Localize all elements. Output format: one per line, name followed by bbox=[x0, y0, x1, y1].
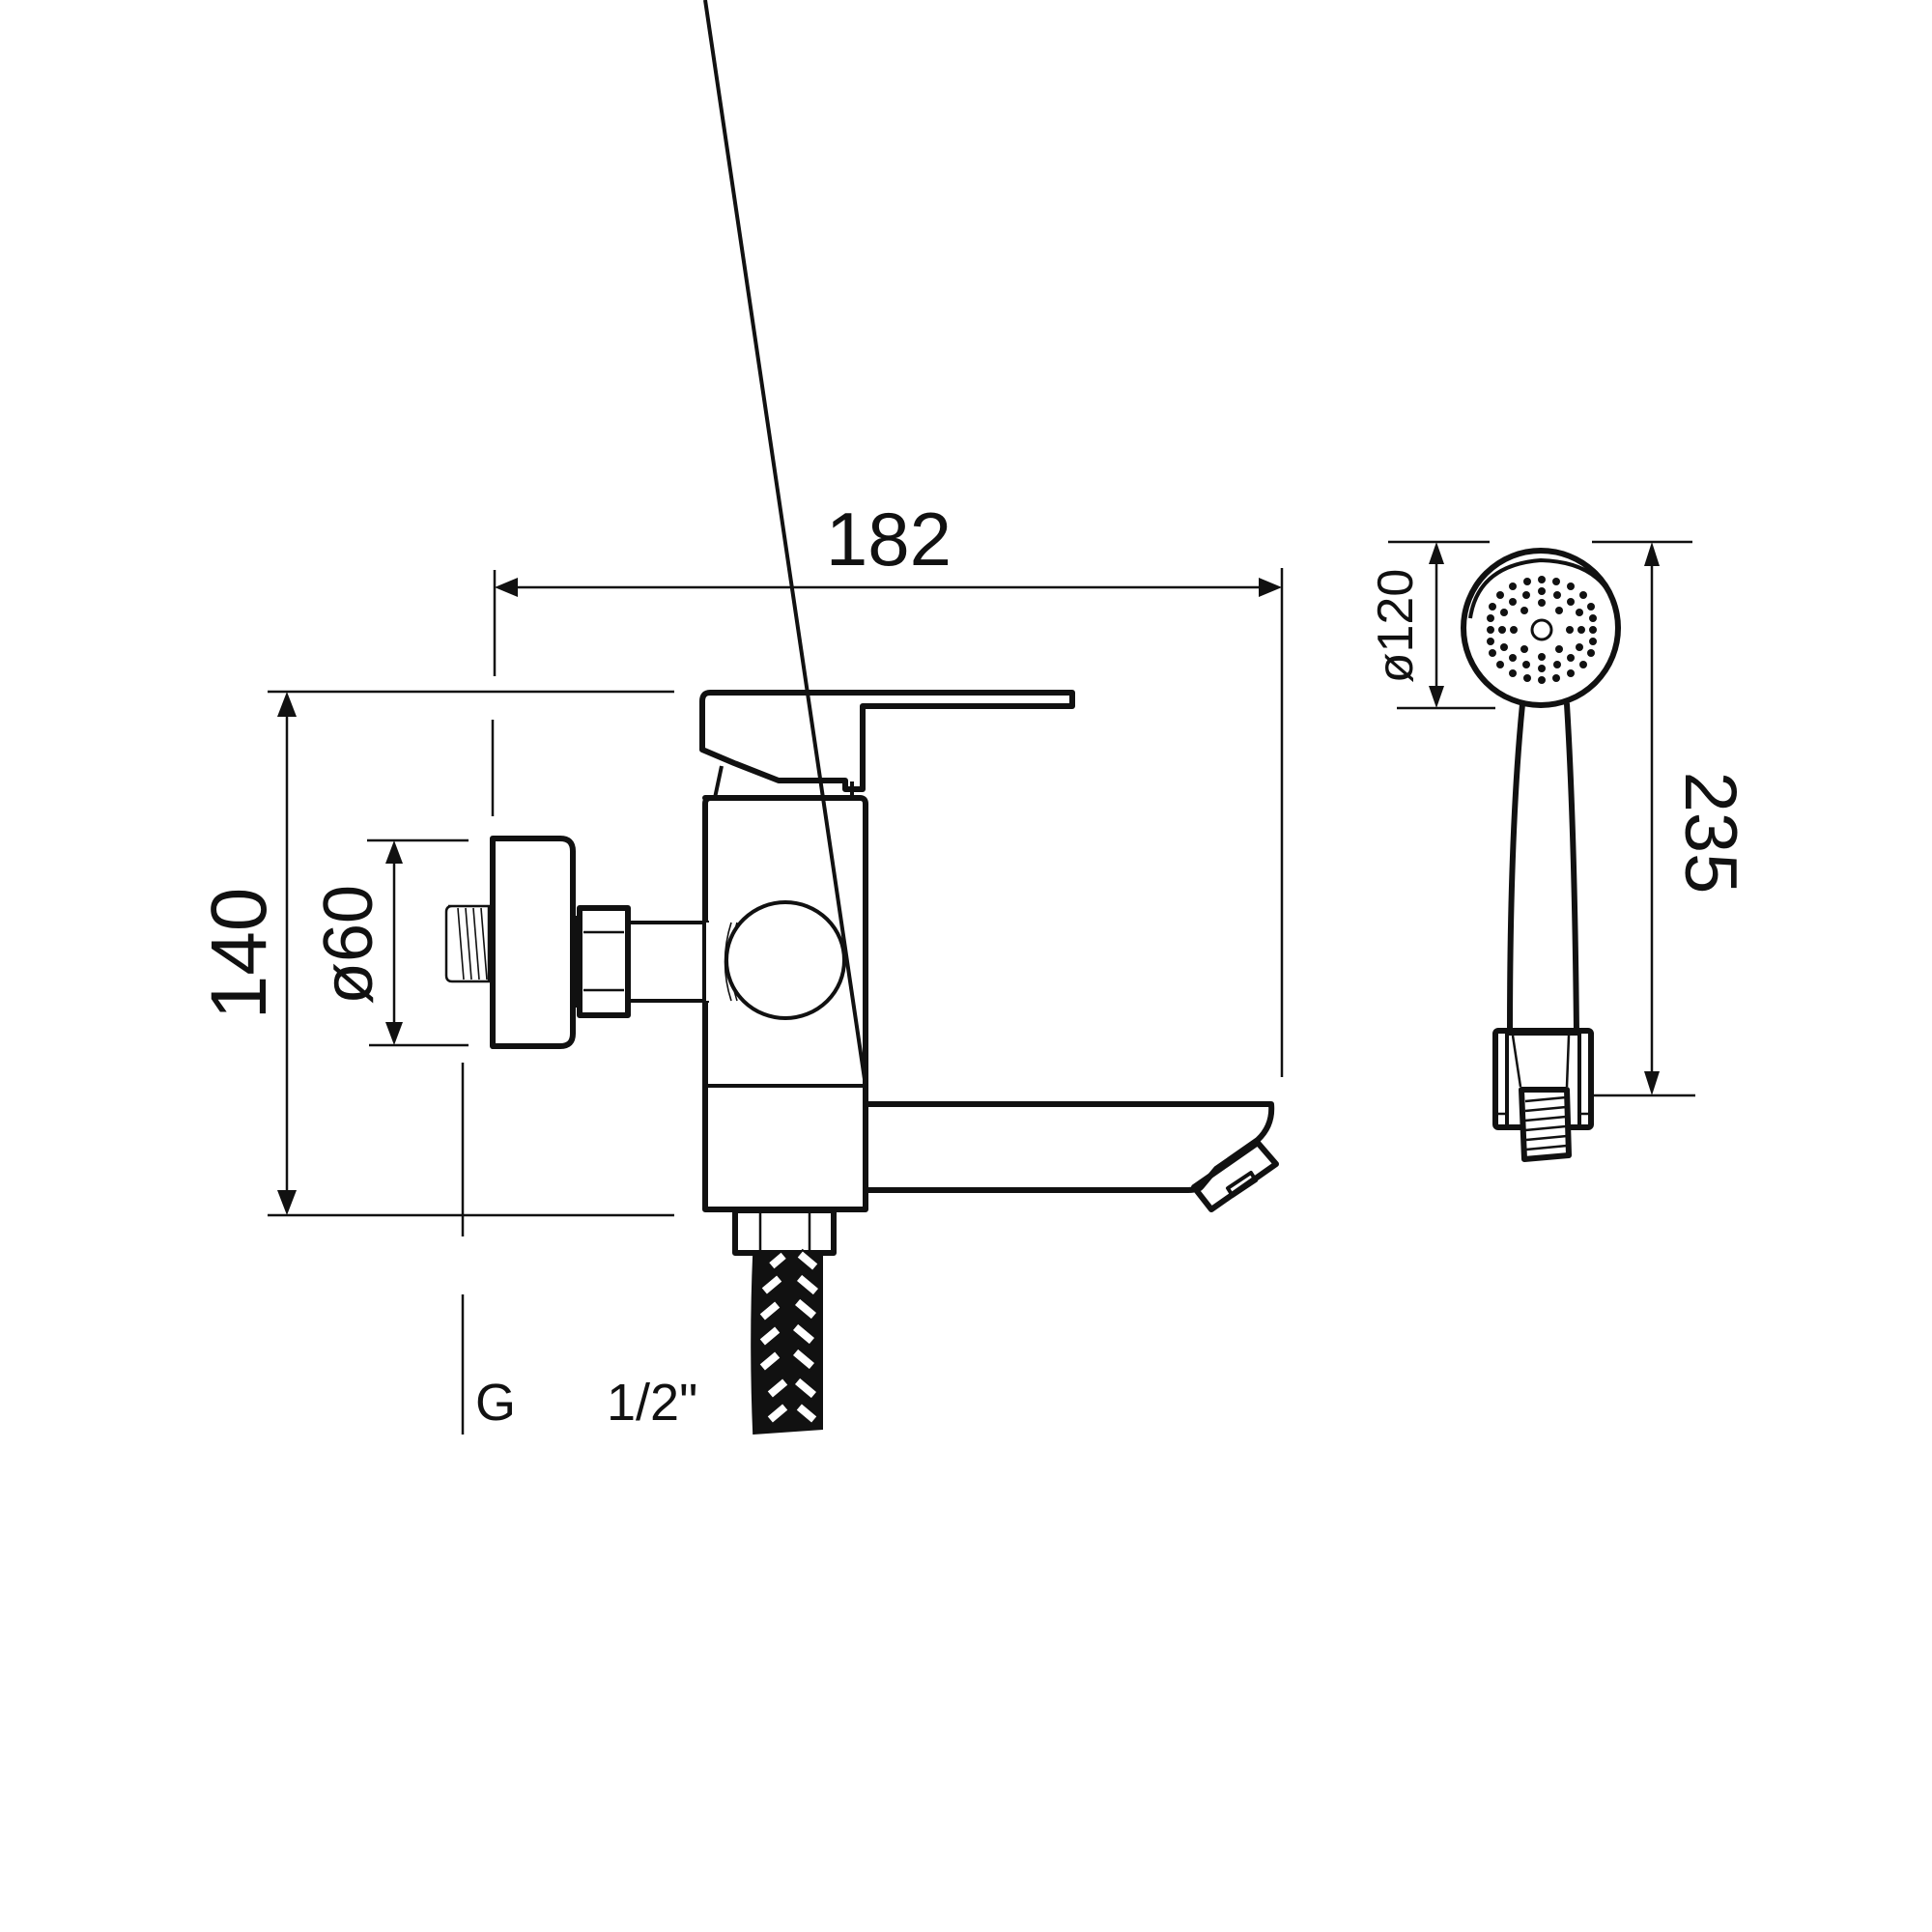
diverter-knob bbox=[629, 900, 846, 1020]
wall-flange bbox=[490, 836, 576, 1049]
threaded-inlet bbox=[444, 904, 491, 983]
dimension-140: 140 bbox=[195, 690, 674, 1217]
braided-hose bbox=[732, 1208, 837, 1435]
dimension-ø60-label: ø60 bbox=[310, 885, 387, 1005]
inlet-thread-size: 1/2" bbox=[607, 1374, 697, 1432]
dimension-182: 182 bbox=[493, 497, 1284, 1077]
shower-head bbox=[1461, 548, 1621, 708]
mixer-body bbox=[702, 0, 868, 1212]
lever-handle bbox=[699, 690, 1075, 799]
dimension-182-label: 182 bbox=[826, 497, 952, 582]
inlet-thread-prefix: G bbox=[475, 1374, 516, 1432]
axis-lines bbox=[461, 720, 495, 1435]
dimension-235-label: 235 bbox=[1669, 772, 1751, 895]
dimension-ø120: ø120 bbox=[1368, 540, 1495, 710]
dimension-235: 235 bbox=[1592, 540, 1751, 1097]
inlet-thread-label: G 1/2" bbox=[475, 1374, 697, 1432]
shower-handle bbox=[1507, 701, 1579, 1036]
dimension-ø60: ø60 bbox=[310, 838, 469, 1047]
spray-nozzles bbox=[1487, 576, 1597, 684]
aerator bbox=[1191, 1140, 1279, 1212]
dimension-140-label: 140 bbox=[195, 888, 283, 1020]
dimension-ø120-label: ø120 bbox=[1368, 569, 1424, 684]
eccentric-nut bbox=[576, 905, 631, 1018]
hose-connector bbox=[1492, 1028, 1594, 1162]
